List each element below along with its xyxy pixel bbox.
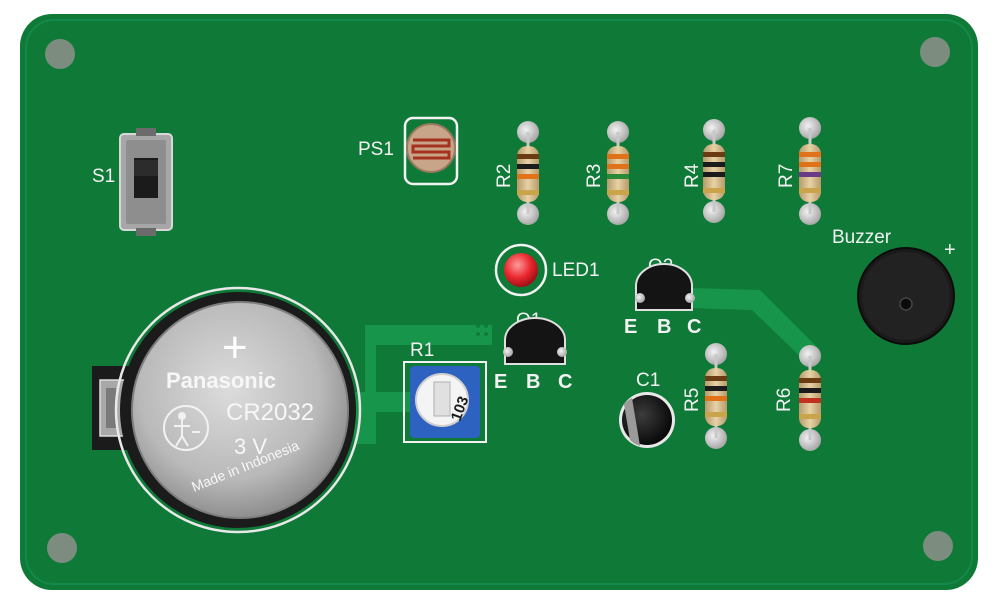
label-q2-e: E bbox=[624, 316, 637, 338]
label-r2: R2 bbox=[494, 164, 515, 188]
led1 bbox=[494, 243, 548, 297]
mounting-holes bbox=[45, 37, 953, 563]
label-buzzer: Buzzer bbox=[832, 227, 892, 248]
label-r3: R3 bbox=[584, 164, 605, 188]
battery-plus: + bbox=[222, 323, 248, 372]
trimmer-r1: 103 bbox=[403, 361, 487, 443]
label-q2-c: C bbox=[687, 316, 701, 338]
label-led1: LED1 bbox=[552, 260, 600, 281]
coin-cell-battery: + Panasonic CR2032 3 V Made in Indonesia bbox=[131, 301, 349, 519]
label-r6: R6 bbox=[774, 388, 795, 412]
label-r5: R5 bbox=[682, 388, 703, 412]
capacitor-c1 bbox=[619, 392, 675, 448]
label-buzzer-plus: + bbox=[944, 239, 956, 261]
label-r1: R1 bbox=[410, 340, 434, 361]
resistor-r4 bbox=[703, 119, 725, 223]
label-q1-e: E bbox=[494, 371, 507, 393]
photoresistor-ps1 bbox=[403, 116, 459, 186]
label-ps1: PS1 bbox=[358, 139, 394, 160]
label-c1: C1 bbox=[636, 370, 660, 391]
battery-model: CR2032 bbox=[226, 399, 314, 426]
label-r4: R4 bbox=[682, 163, 703, 188]
resistor-r2 bbox=[517, 121, 539, 225]
battery-brand: Panasonic bbox=[166, 368, 276, 393]
recycle-figure-icon bbox=[163, 405, 209, 451]
copper-traces bbox=[354, 288, 820, 444]
transistor-q2 bbox=[635, 263, 695, 311]
label-q1-b: B bbox=[526, 371, 540, 393]
resistor-r5 bbox=[705, 343, 727, 449]
label-q2-b: B bbox=[657, 316, 671, 338]
buzzer bbox=[857, 247, 955, 345]
pcb-board bbox=[20, 14, 978, 590]
slide-switch-s1 bbox=[119, 128, 173, 236]
resistor-r6 bbox=[799, 345, 821, 451]
transistor-q1 bbox=[503, 317, 567, 365]
resistor-r7 bbox=[799, 117, 821, 225]
battery-voltage: 3 V bbox=[234, 434, 267, 459]
label-s1: S1 bbox=[92, 166, 115, 187]
label-r7: R7 bbox=[776, 164, 797, 188]
label-q1-c: C bbox=[558, 371, 572, 393]
resistor-r3 bbox=[607, 121, 629, 225]
